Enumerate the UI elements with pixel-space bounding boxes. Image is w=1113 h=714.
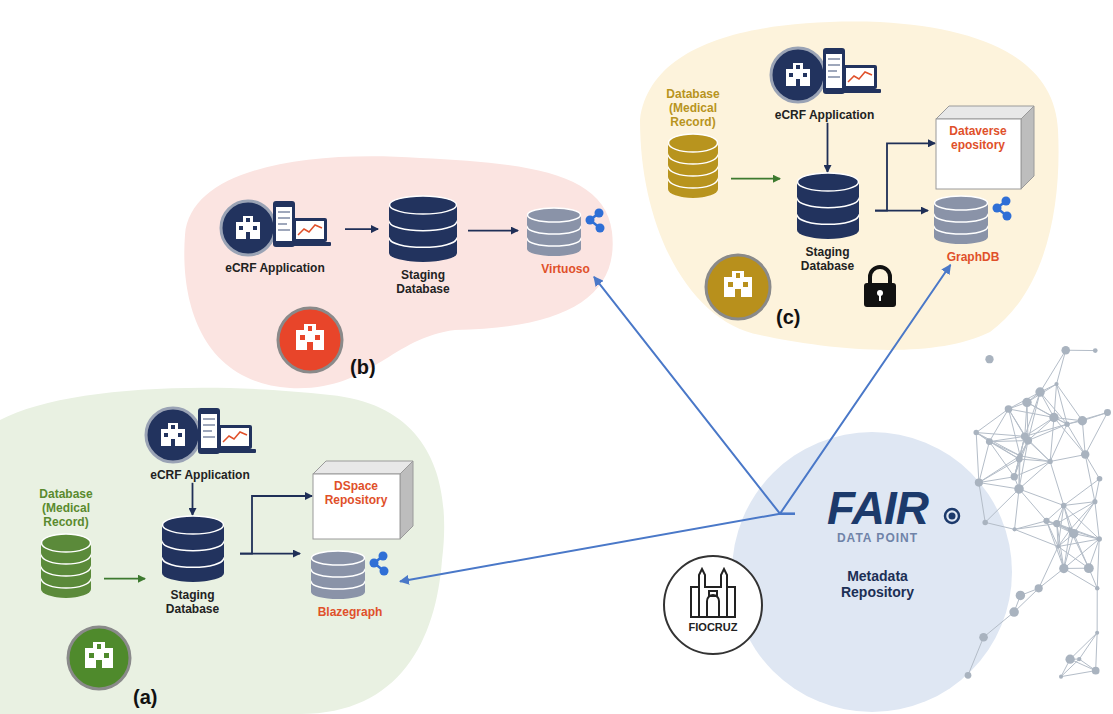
node-text: Staging Database — [780, 246, 875, 274]
medical-record-database: Database (Medical Record) — [28, 488, 104, 601]
triple-store: Blazegraph — [300, 550, 400, 620]
data-flow-arrow — [240, 496, 312, 554]
node-text: eCRF Application — [225, 262, 325, 276]
node-text: Metadata Repository — [823, 568, 933, 600]
data-flow-arrow — [780, 265, 951, 514]
metadata-repository: FAIRDATA POINT Metadata Repository — [795, 485, 960, 600]
node-text: eCRF Application — [775, 109, 875, 123]
node-text: FIOCRUZ — [689, 621, 738, 634]
data-flow-arrow — [192, 483, 194, 515]
database-icon — [934, 195, 1012, 247]
database-icon — [41, 533, 91, 601]
hospital-badge — [278, 308, 342, 372]
building-line-art — [685, 565, 741, 619]
institution-logo: FIOCRUZ — [663, 555, 763, 655]
staging-database: Staging Database — [780, 172, 875, 274]
lock-icon — [864, 267, 896, 307]
hospital-badge — [68, 627, 130, 689]
ecrf-device-icon — [144, 405, 256, 465]
database-icon — [311, 550, 389, 602]
fair-logo-ring — [945, 509, 959, 523]
node-text: DATA POINT — [837, 532, 918, 546]
data-flow-arrow — [875, 143, 935, 210]
data-flow-arrow — [345, 228, 378, 230]
database-icon — [389, 195, 457, 265]
data-flow-arrow — [240, 553, 300, 555]
node-text: FAIR — [827, 485, 928, 531]
hospital-badge — [706, 255, 770, 319]
staging-database: Staging Database — [145, 515, 240, 617]
network-art — [965, 346, 1111, 679]
node-text: Database (Medical Record) — [28, 488, 104, 529]
data-repository: Dataverse epository — [935, 105, 1035, 190]
triple-store: Virtuoso — [518, 207, 613, 277]
medical-record-database: Database (Medical Record) — [655, 88, 731, 201]
node-text: Database (Medical Record) — [655, 88, 731, 129]
node-text: DSpace Repository — [312, 480, 400, 508]
data-repository: DSpace Repository — [312, 460, 414, 540]
data-flow-arrow — [875, 210, 928, 212]
node-text: GraphDB — [947, 251, 1000, 265]
data-flow-arrow — [827, 123, 829, 172]
data-flow-arrow — [104, 578, 145, 580]
database-icon — [527, 207, 605, 259]
ecrf-application: eCRF Application — [762, 45, 887, 123]
node-text: Staging Database — [145, 589, 240, 617]
node-text: Blazegraph — [318, 606, 383, 620]
node-text: Staging Database — [378, 269, 468, 297]
data-flow-arrow — [731, 178, 780, 180]
data-flow-arrow — [594, 277, 795, 514]
triple-store: GraphDB — [928, 195, 1018, 265]
fair-region — [732, 432, 1012, 712]
data-flow-arrow — [468, 230, 518, 232]
site-c-region — [640, 22, 1059, 350]
site-label: (a) — [133, 686, 157, 709]
database-icon — [797, 172, 859, 242]
database-icon — [162, 515, 224, 585]
ecrf-application: eCRF Application — [135, 405, 265, 483]
site-a-region — [0, 388, 444, 714]
site-b-region — [184, 156, 612, 388]
site-label: (b) — [350, 356, 376, 379]
database-icon — [668, 133, 718, 201]
site-label: (c) — [776, 306, 800, 329]
ecrf-device-icon — [769, 45, 881, 105]
node-text: Dataverse epository — [935, 125, 1021, 153]
ecrf-application: eCRF Application — [205, 198, 345, 276]
ecrf-device-icon — [219, 198, 331, 258]
staging-database: Staging Database — [378, 195, 468, 297]
node-text: Virtuoso — [541, 263, 589, 277]
node-text: eCRF Application — [150, 469, 250, 483]
